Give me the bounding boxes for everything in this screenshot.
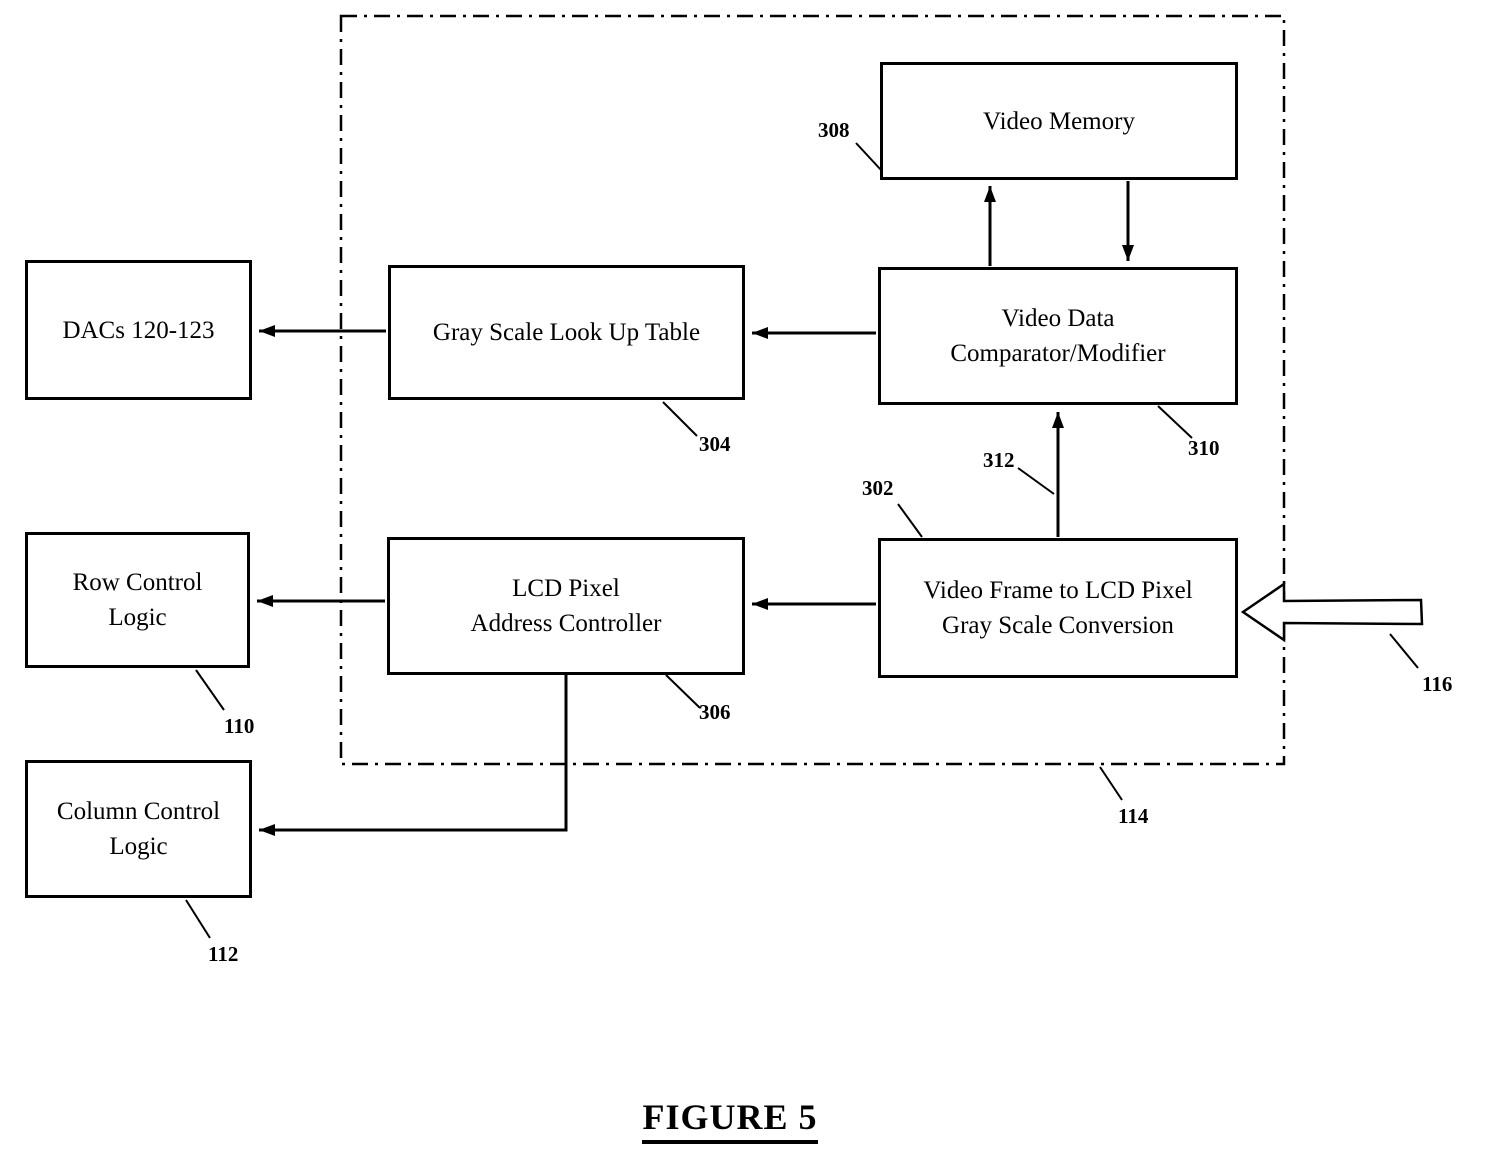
figure-title: FIGURE 5 — [0, 1096, 1460, 1144]
leader-110 — [195, 669, 225, 711]
ref-310: 310 — [1188, 436, 1220, 460]
ref-112: 112 — [208, 942, 239, 966]
row-control-logic-box: Row Control Logic — [25, 532, 250, 668]
arrow-lcd-controller-to-column-control — [259, 675, 568, 836]
leader-310 — [1157, 405, 1193, 439]
video-data-comparator-label: Video Data Comparator/Modifier — [950, 305, 1166, 367]
ref-304: 304 — [699, 432, 731, 456]
leader-112 — [185, 899, 211, 939]
leader-308 — [855, 142, 882, 171]
leader-306 — [665, 674, 701, 709]
lcd-pixel-address-controller-label: LCD Pixel Address Controller — [470, 575, 662, 637]
ref-302: 302 — [862, 476, 894, 500]
figure-title-text: FIGURE 5 — [642, 1096, 818, 1144]
row-control-logic-label: Row Control Logic — [72, 569, 203, 631]
leader-302 — [897, 503, 923, 538]
video-data-comparator-box: Video Data Comparator/Modifier — [878, 267, 1238, 405]
dacs-label: DACs 120-123 — [62, 316, 215, 344]
leader-114 — [1099, 766, 1123, 801]
video-frame-conversion-box: Video Frame to LCD Pixel Gray Scale Conv… — [878, 538, 1238, 678]
module-boundary-outline — [339, 14, 1286, 766]
dacs-box: DACs 120-123 — [25, 260, 252, 400]
ref-306: 306 — [699, 700, 731, 724]
column-control-logic-box: Column Control Logic — [25, 760, 252, 898]
video-memory-label: Video Memory — [983, 107, 1135, 135]
ref-110: 110 — [224, 714, 255, 738]
lcd-pixel-address-controller-box: LCD Pixel Address Controller — [387, 537, 745, 675]
video-frame-conversion-label: Video Frame to LCD Pixel Gray Scale Conv… — [923, 577, 1193, 639]
gray-scale-lut-label: Gray Scale Look Up Table — [432, 319, 701, 346]
column-control-logic-label: Column Control Logic — [56, 798, 221, 860]
video-input-arrow — [1240, 581, 1424, 643]
leader-116 — [1389, 633, 1419, 669]
leader-312 — [1017, 467, 1055, 495]
gray-scale-lut-box: Gray Scale Look Up Table — [388, 265, 745, 400]
ref-116: 116 — [1422, 672, 1453, 696]
ref-308: 308 — [818, 118, 850, 142]
video-memory-box: Video Memory — [880, 62, 1238, 180]
leader-304 — [662, 401, 698, 437]
ref-114: 114 — [1118, 804, 1149, 828]
ref-312: 312 — [983, 448, 1015, 472]
